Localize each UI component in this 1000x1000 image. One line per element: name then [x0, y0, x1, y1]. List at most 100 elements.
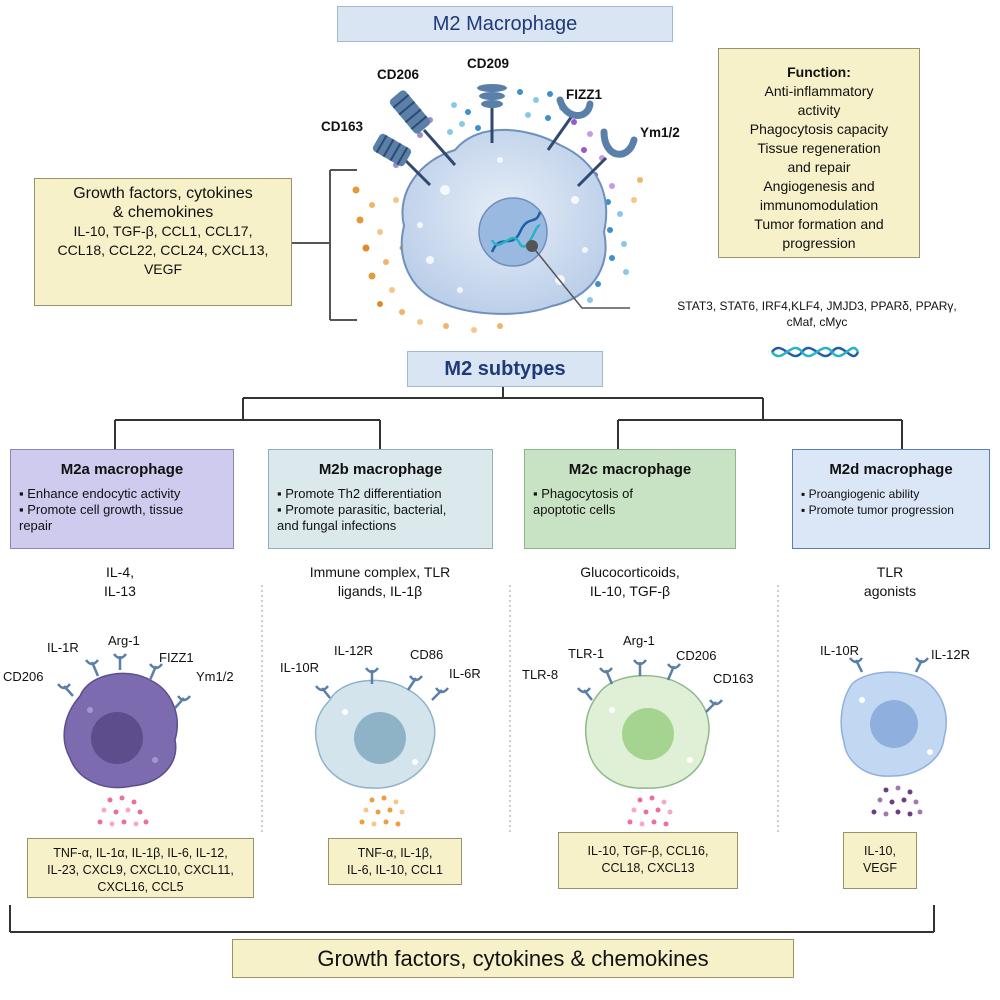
subtypes-title-text: M2 subtypes: [444, 357, 566, 380]
marker-label: IL-1R: [47, 640, 79, 655]
marker-label: Arg-1: [108, 633, 140, 648]
footer-box: Growth factors, cytokines & chemokines: [232, 939, 794, 978]
subtype-name: M2b macrophage: [318, 461, 443, 478]
receptor-cd163-icon: [372, 133, 432, 187]
page-title: M2 Macrophage: [337, 6, 673, 42]
label-cd163: CD163: [321, 119, 364, 134]
label-ym12: Ym1/2: [640, 125, 680, 140]
marker-label: IL-10R: [820, 643, 860, 658]
subtype-box-m2d: M2d macrophage ▪ Proangiogenic ability ▪…: [792, 449, 990, 549]
subtype-tree: [114, 387, 903, 449]
receptor-cd209-icon: [477, 84, 507, 143]
growth-line: IL-10, TGF-β, CCL1, CCL17,: [73, 223, 253, 239]
marker-label: IL-10R: [280, 660, 320, 675]
footer-text: Growth factors, cytokines & chemokines: [317, 945, 709, 971]
secreted-line: IL-10,: [864, 844, 896, 858]
dna-small-icon: [770, 346, 860, 358]
function-line: Phagocytosis capacity: [749, 121, 889, 137]
receptor-cd206-icon: [389, 90, 457, 166]
stimuli-line: TLR: [876, 564, 904, 580]
column-separators: [261, 585, 779, 835]
subtype-bullet: ▪ Promote Th2 differentiation: [277, 486, 442, 501]
function-box: Function: Anti-inflammatory activity Pha…: [718, 48, 920, 258]
marker-label: CD206: [676, 648, 717, 663]
label-cd209: CD209: [467, 56, 510, 71]
m2a-cell: [57, 653, 191, 827]
subtype-bullet: ▪ Promote tumor progression: [801, 503, 954, 517]
tf-line2: cMaf, cMyc: [786, 315, 848, 329]
secreted-line: VEGF: [862, 861, 898, 875]
subtype-bullet: ▪ Enhance endocytic activity: [19, 486, 181, 501]
function-line: activity: [797, 102, 841, 118]
subtype-bullet: ▪ Promote cell growth, tissue: [19, 502, 184, 517]
stimuli-line: IL-13: [104, 583, 136, 599]
secreted-line: IL-10, TGF-β, CCL16,: [587, 844, 709, 858]
marker-label: TLR-8: [522, 667, 559, 682]
growth-line: VEGF: [143, 261, 183, 277]
stimuli-m2a: IL-4, IL-13: [40, 563, 200, 601]
growth-factors-box: Growth factors, cytokines & chemokines I…: [34, 178, 292, 306]
subtype-bullet: and fungal infections: [277, 518, 397, 533]
function-line: Angiogenesis and: [763, 178, 875, 194]
marker-label: TLR-1: [568, 646, 605, 661]
nucleus-pointer-line: [531, 245, 630, 309]
label-fizz1: FIZZ1: [566, 87, 602, 102]
secreted-line: CXCL16, CCL5: [97, 880, 184, 894]
stimuli-line: Glucocorticoids,: [580, 564, 680, 580]
marker-label: IL-12R: [931, 647, 971, 662]
stimuli-line: IL-4,: [105, 564, 134, 580]
marker-label: CD206: [3, 669, 44, 684]
stimuli-line: agonists: [863, 583, 917, 599]
secreted-line: TNF-α, IL-1β,: [357, 846, 433, 860]
secreted-box-m2d: IL-10, VEGF: [843, 832, 917, 889]
tf-line1: STAT3, STAT6, IRF4,KLF4, JMJD3, PPARδ, P…: [677, 299, 957, 313]
function-line: progression: [782, 235, 856, 251]
subtype-bullet: ▪ Promote parasitic, bacterial,: [277, 502, 447, 517]
stimuli-line: Immune complex, TLR: [309, 564, 451, 580]
secreted-box-m2a: TNF-α, IL-1α, IL-1β, IL-6, IL-12, IL-23,…: [27, 838, 254, 898]
marker-label: CD86: [410, 647, 444, 662]
transcription-factors: STAT3, STAT6, IRF4,KLF4, JMJD3, PPARδ, P…: [634, 298, 1000, 330]
function-line: immunomodulation: [759, 197, 879, 213]
subtype-box-m2b: M2b macrophage ▪ Promote Th2 differentia…: [268, 449, 493, 549]
function-line: Tumor formation and: [754, 216, 884, 232]
m2c-cell: [577, 659, 723, 827]
stimuli-m2b: Immune complex, TLR ligands, IL-1β: [280, 563, 480, 601]
secreted-line: IL-6, IL-10, CCL1: [347, 863, 443, 877]
stimuli-m2c: Glucocorticoids, IL-10, TGF-β: [550, 563, 710, 601]
growth-title-line1: Growth factors, cytokines: [73, 185, 253, 202]
growth-line: CCL18, CCL22, CCL24, CXCL13,: [57, 242, 269, 258]
function-line: and repair: [787, 159, 851, 175]
subtype-name: M2c macrophage: [568, 461, 692, 478]
secreted-line: CCL18, CXCL13: [601, 861, 695, 875]
growth-title-line2: & chemokines: [112, 204, 214, 221]
secreted-line: TNF-α, IL-1α, IL-1β, IL-6, IL-12,: [53, 846, 228, 860]
subtype-bullet: repair: [19, 518, 53, 533]
subtype-bullet: ▪ Phagocytosis of: [533, 486, 633, 501]
secreted-dots-main: [352, 89, 643, 333]
stimuli-line: ligands, IL-1β: [337, 583, 423, 599]
marker-label: Ym1/2: [196, 669, 234, 684]
secreted-line: IL-23, CXCL9, CXCL10, CXCL11,: [47, 863, 234, 877]
secreted-box-m2b: TNF-α, IL-1β, IL-6, IL-10, CCL1: [328, 838, 462, 885]
growth-bracket: [292, 169, 357, 321]
bottom-bracket: [9, 905, 935, 933]
m2b-cell: [314, 667, 449, 827]
stimuli-line: IL-10, TGF-β: [589, 583, 671, 599]
function-title: Function:: [787, 64, 851, 80]
marker-label: FIZZ1: [159, 650, 194, 665]
subtype-box-m2a: M2a macrophage ▪ Enhance endocytic activ…: [10, 449, 234, 549]
receptor-fizz1-icon: [546, 96, 594, 151]
stimuli-m2d: TLR agonists: [830, 563, 950, 601]
subtype-bullet: apoptotic cells: [533, 502, 616, 517]
subtype-name: M2a macrophage: [60, 461, 184, 478]
marker-label: CD163: [713, 671, 754, 686]
function-line: Tissue regeneration: [757, 140, 881, 156]
page-title-text: M2 Macrophage: [432, 12, 578, 35]
receptor-ym12-icon: [576, 128, 638, 188]
subtypes-title: M2 subtypes: [407, 351, 603, 387]
main-cell-nucleus: [478, 197, 548, 267]
m2d-cell: [840, 657, 947, 817]
dna-icon: [490, 211, 542, 253]
